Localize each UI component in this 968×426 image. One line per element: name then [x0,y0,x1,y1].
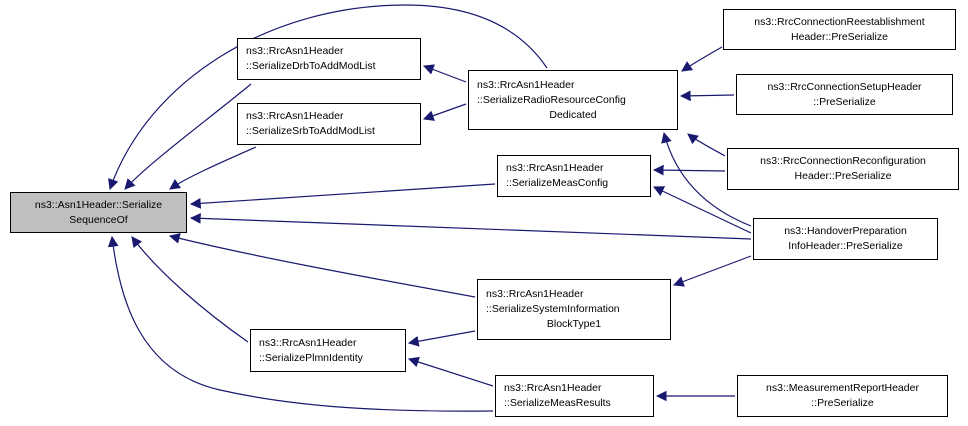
node-rrc-connection-setup-header-preserialize[interactable]: ns3::RrcConnectionSetupHeader ::PreSeria… [736,74,953,115]
node-label: ns3::Asn1Header::Serialize [34,198,163,211]
edge-handover-to-main [189,212,752,240]
node-label: ns3::RrcAsn1Header [259,336,357,349]
edge-reest-to-dedicated [681,46,723,72]
node-label: ::SerializeRadioResourceConfig [477,93,626,106]
edge-handover-to-measconfig [653,186,752,234]
edge-dedicated-to-srb [422,103,467,121]
node-label: ns3::RrcAsn1Header [246,110,344,122]
node-label: ::SerializeMeasResults [504,397,611,409]
edge-reconf-to-dedicated [687,133,726,157]
node-serialize-srb-to-add-mod-list[interactable]: ns3::RrcAsn1Header ::SerializeSrbToAddMo… [237,103,421,145]
node-label: ::SerializeSystemInformation [486,303,620,315]
edge-measconfig-to-main [189,183,496,209]
node-label: ns3::RrcConnectionReestablishment [754,15,925,28]
edge-handover-to-dedicated [661,131,752,227]
node-serialize-radio-resource-config-dedicated[interactable]: ns3::RrcAsn1Header ::SerializeRadioResou… [468,70,678,130]
node-serialize-meas-results[interactable]: ns3::RrcAsn1Header ::SerializeMeasResult… [495,375,654,417]
node-label: ns3::RrcConnectionSetupHeader [767,80,922,93]
node-label: ::PreSerialize [813,95,876,108]
node-label: BlockType1 [546,318,602,330]
node-label: ns3::RrcAsn1Header [504,382,602,394]
node-rrc-connection-reestablishment-header-preserialize[interactable]: ns3::RrcConnectionReestablishment Header… [723,9,956,50]
node-label: ns3::RrcConnectionReconfiguration [760,155,926,167]
node-label: Dedicated [549,108,597,121]
edge-dedicated-to-main [108,4,548,191]
node-label: InfoHeader::PreSerialize [788,240,903,252]
edge-drb-to-main [124,83,252,190]
edge-setup-to-dedicated [679,90,735,102]
node-serialize-system-information-block-type1[interactable]: ns3::RrcAsn1Header ::SerializeSystemInfo… [477,279,671,340]
node-measurement-report-header-preserialize[interactable]: ns3::MeasurementReportHeader ::PreSerial… [737,375,948,417]
node-label: SequenceOf [69,213,128,226]
node-label: Header::PreSerialize [794,170,892,182]
node-label: ns3::RrcAsn1Header [486,288,584,300]
edge-srb-to-main [169,146,257,190]
node-label: ns3::RrcAsn1Header [246,45,344,57]
node-label: ::SerializePlmnIdentity [259,351,363,364]
node-serialize-drb-to-add-mod-list[interactable]: ns3::RrcAsn1Header ::SerializeDrbToAddMo… [237,38,421,80]
edge-sysinfo-to-main [168,233,476,298]
node-label: ::SerializeSrbToAddModList [246,125,375,137]
node-serialize-plmn-identity[interactable]: ns3::RrcAsn1Header ::SerializePlmnIdenti… [250,329,406,372]
node-label: ns3::HandoverPreparation [784,225,907,237]
node-rrc-connection-reconfiguration-header-preserialize[interactable]: ns3::RrcConnectionReconfiguration Header… [727,148,959,190]
node-handover-preparation-info-header-preserialize[interactable]: ns3::HandoverPreparation InfoHeader::Pre… [753,218,938,260]
node-label: ::SerializeDrbToAddModList [246,60,376,72]
node-label: ns3::MeasurementReportHeader [766,382,919,394]
node-label: Header::PreSerialize [791,30,888,43]
edge-measresults-to-main [107,235,494,412]
node-asn1header-serialize-sequence-of: ns3::Asn1Header::Serialize SequenceOf [10,192,187,233]
edge-measresults-to-plmn [407,356,494,387]
edge-handover-to-sysinfo [672,255,752,287]
node-serialize-meas-config[interactable]: ns3::RrcAsn1Header ::SerializeMeasConfig [497,155,651,197]
node-label: ns3::RrcAsn1Header [506,162,604,174]
node-label: ::SerializeMeasConfig [506,177,609,189]
node-label: ns3::RrcAsn1Header [477,78,575,91]
node-label: ::PreSerialize [811,397,874,409]
edge-plmn-to-main [131,236,249,343]
edge-sysinfo-to-plmn [407,330,476,347]
edge-reconf-to-measconfig [652,164,726,176]
edge-dedicated-to-drb [422,64,467,83]
